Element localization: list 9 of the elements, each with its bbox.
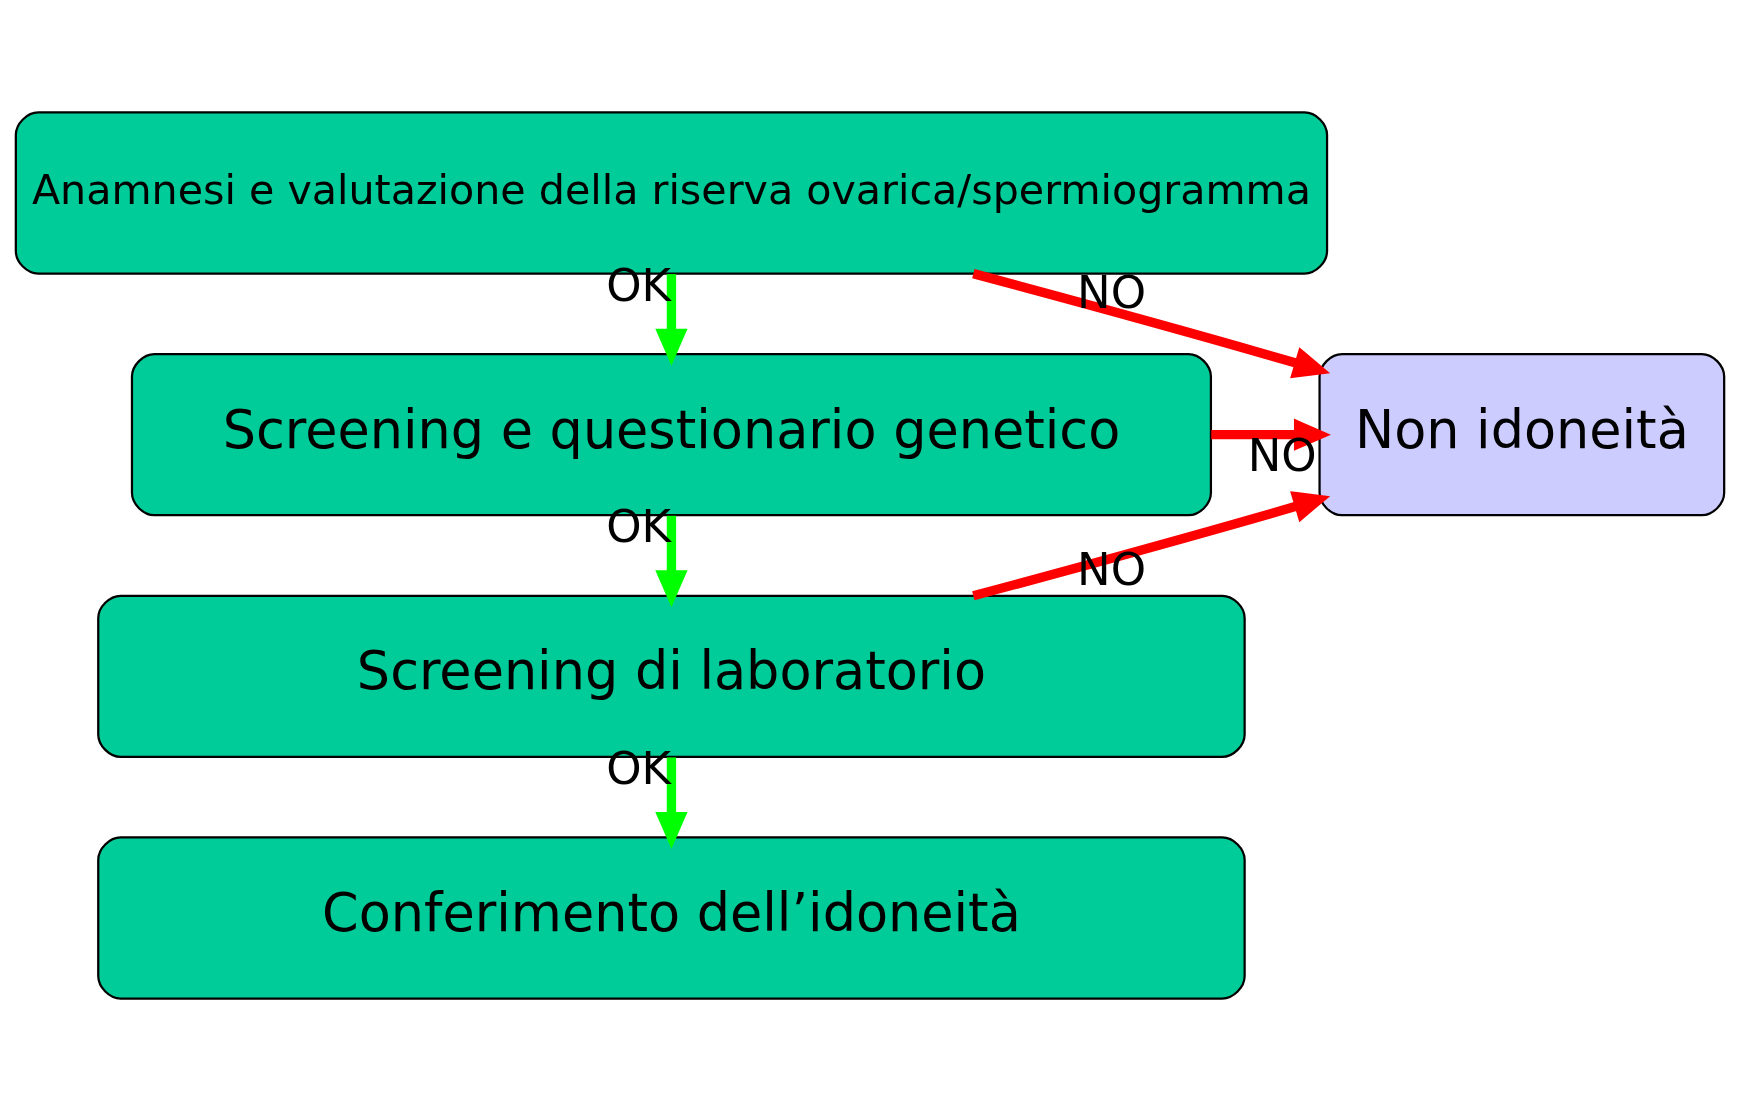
edge-label: NO — [1247, 428, 1317, 482]
arrow — [655, 515, 688, 608]
node-box: Conferimento dell’idoneità — [97, 836, 1246, 1000]
arrow — [972, 269, 1331, 379]
arrow — [655, 757, 688, 849]
arrow — [972, 491, 1331, 601]
arrow — [655, 274, 688, 366]
node-box: Non idoneità — [1318, 353, 1726, 517]
arrow — [1211, 418, 1331, 451]
